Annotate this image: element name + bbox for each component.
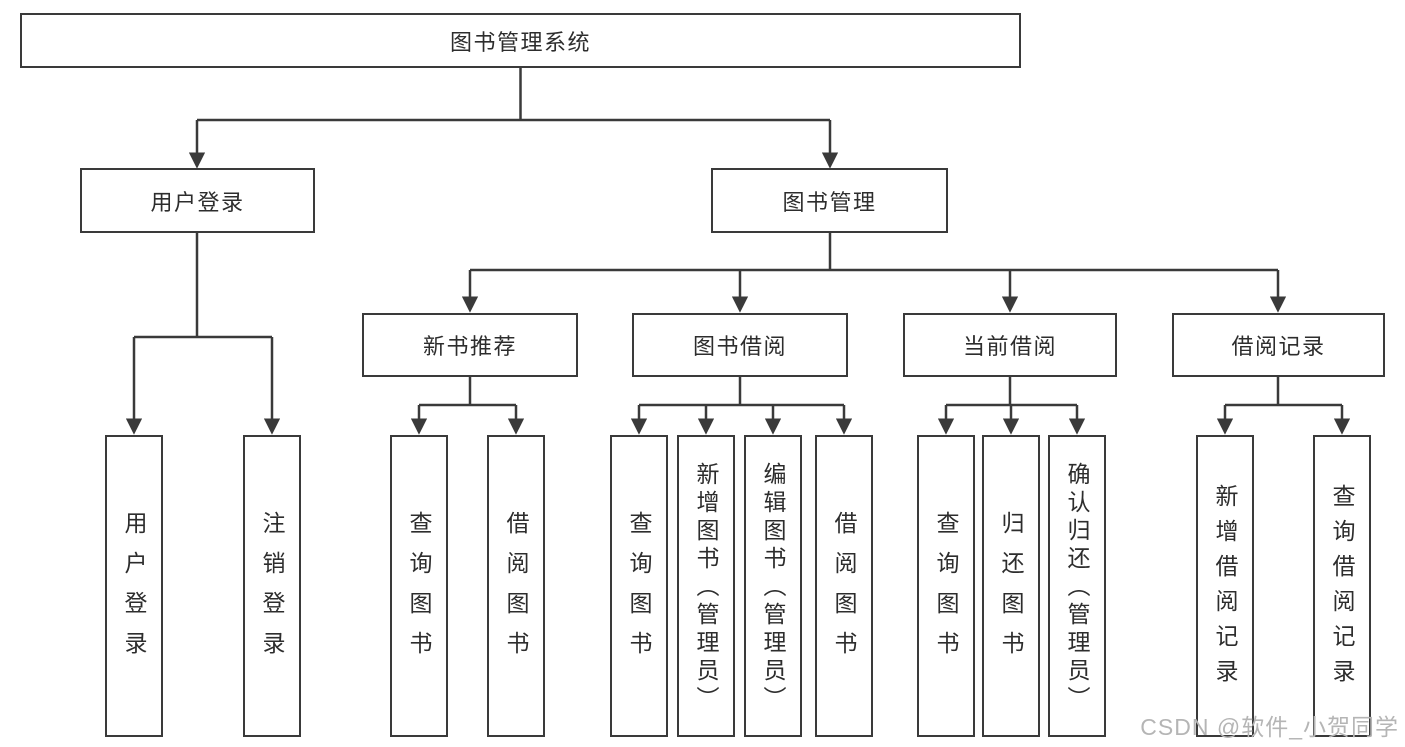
leaf-borrow-books-recommend: 借阅图书 <box>487 435 545 737</box>
leaf-query-books-current: 查询图书 <box>917 435 975 737</box>
node-book-management-module: 图书管理 <box>711 168 948 233</box>
connector-arrows <box>125 120 1351 435</box>
node-user-login-module: 用户登录 <box>80 168 315 233</box>
leaf-label: 确认归还（管理员） <box>1064 461 1090 714</box>
leaf-label: 查询图书 <box>933 510 959 671</box>
node-borrow-records: 借阅记录 <box>1172 313 1385 377</box>
node-label: 当前借阅 <box>962 334 1057 359</box>
leaf-label: 查询图书 <box>626 510 652 671</box>
leaf-query-books-recommend: 查询图书 <box>390 435 448 737</box>
leaf-user-login: 用户登录 <box>105 435 163 737</box>
node-label: 图书管理系统 <box>449 29 591 55</box>
leaf-edit-book-admin: 编辑图书（管理员） <box>744 435 802 737</box>
leaf-label: 借阅图书 <box>831 510 857 671</box>
node-new-book-recommend: 新书推荐 <box>362 313 578 377</box>
leaf-return-book: 归还图书 <box>982 435 1040 737</box>
leaf-label: 查询图书 <box>406 510 432 671</box>
leaf-label: 归还图书 <box>998 510 1024 671</box>
leaf-query-borrow-record: 查询借阅记录 <box>1313 435 1371 737</box>
leaf-label: 注销登录 <box>259 510 285 671</box>
leaf-label: 新增图书（管理员） <box>693 461 719 714</box>
node-label: 图书管理 <box>782 189 877 215</box>
leaf-label: 用户登录 <box>121 510 147 671</box>
node-label: 图书借阅 <box>692 334 787 359</box>
leaf-borrow-books-borrowing: 借阅图书 <box>815 435 873 737</box>
leaf-label: 借阅图书 <box>503 510 529 671</box>
node-label: 借阅记录 <box>1231 334 1326 359</box>
leaf-query-books-borrowing: 查询图书 <box>610 435 668 737</box>
node-current-borrowing: 当前借阅 <box>903 313 1117 377</box>
leaf-label: 编辑图书（管理员） <box>760 461 786 714</box>
leaf-label: 查询借阅记录 <box>1329 484 1355 694</box>
leaf-label: 新增借阅记录 <box>1212 484 1238 694</box>
node-label: 新书推荐 <box>422 334 517 359</box>
leaf-confirm-return-admin: 确认归还（管理员） <box>1048 435 1106 737</box>
leaf-logout: 注销登录 <box>243 435 301 737</box>
csdn-watermark: CSDN @软件_小贺同学 <box>1140 714 1399 740</box>
node-library-management-system: 图书管理系统 <box>20 13 1021 68</box>
node-label: 用户登录 <box>150 189 245 215</box>
node-book-borrowing: 图书借阅 <box>632 313 848 377</box>
leaf-add-book-admin: 新增图书（管理员） <box>677 435 735 737</box>
leaf-add-borrow-record: 新增借阅记录 <box>1196 435 1254 737</box>
